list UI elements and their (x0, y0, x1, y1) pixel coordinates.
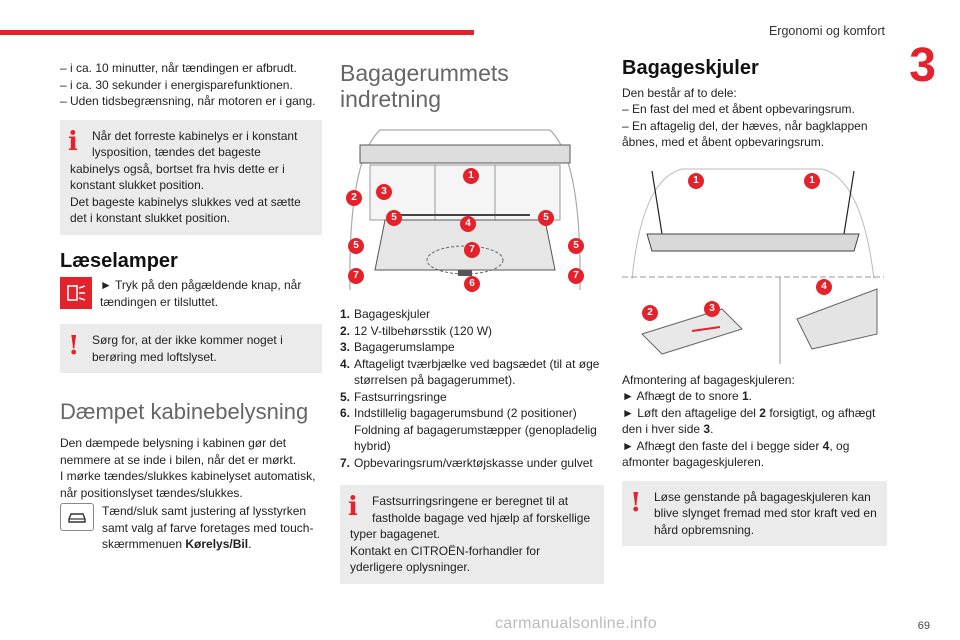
afmontering-heading: Afmontering af bagageskjuleren: (622, 372, 795, 387)
step-2: ► Løft den aftagelige del 2 forsigtigt, … (622, 405, 876, 437)
info-box-fastsurring: i Fastsurringsringene er beregnet til at… (340, 485, 604, 584)
column-1: – i ca. 10 minutter, når tændingen er af… (60, 60, 322, 553)
fig-label: 7 (464, 242, 480, 258)
header-red-bar (0, 30, 474, 35)
heading-bagageskjuler: Bagageskjuler (622, 57, 759, 79)
heading-laeselamper: Læselamper (60, 249, 178, 272)
info-text: fastholde bagage ved hjælp af forskellig… (372, 510, 591, 525)
fig-label: 5 (348, 238, 364, 254)
fig-label: 5 (538, 210, 554, 226)
fig-label: 4 (460, 216, 476, 232)
info-text: lysposition, tændes det bageste (92, 145, 261, 159)
cover-figure: 1 1 2 3 4 (622, 158, 884, 364)
info-text: Når det forreste kabinelys er i konstant (92, 128, 298, 143)
legend-item: 4.Aftageligt tværbjælke ved bagsædet (ti… (340, 356, 600, 388)
bullet-1: – i ca. 10 minutter, når tændingen er af… (60, 61, 297, 75)
part-1: – En fast del med et åbent opbevaringsru… (622, 102, 855, 116)
info-text: typer bagagenet. (350, 527, 441, 541)
daempet-p2: I mørke tændes/slukkes kabinelyset autom… (60, 469, 316, 500)
fig-label: 3 (376, 184, 392, 200)
laeselamper-row: ► Tryk på den pågældende knap, når tændi… (60, 277, 322, 310)
fig-label: 7 (568, 268, 584, 284)
bullet-2: – i ca. 30 sekunder i energisparefunktio… (60, 77, 293, 92)
warning-box-loftslys: ! Sørg for, at der ikke kommer noget i b… (60, 324, 322, 373)
legend-item: 2.12 V-tilbehørsstik (120 W) (340, 323, 493, 338)
legend-list: 1.Bagageskjuler 2.12 V-tilbehørsstik (12… (340, 306, 604, 471)
legend-item: 3.Bagagerumslampe (340, 340, 455, 354)
info-icon: i (68, 126, 78, 157)
info-text: Det bageste kabinelys slukkes ved at sæt… (70, 194, 301, 226)
daempet-row: Tænd/sluk samt justering af lysstyrken s… (60, 503, 322, 553)
laeselamper-text: ► Tryk på den pågældende knap, når tændi… (100, 278, 302, 309)
daempet-p1: Den dæmpede belysning i kabinen gør det … (60, 436, 297, 467)
info-box-kabinelys: i Når det forreste kabinelys er i konsta… (60, 119, 322, 235)
trunk-illustration (349, 129, 581, 291)
column-2: Bagagerummets indretning 1 2 3 5 4 5 5 5… (340, 60, 604, 594)
page-number: 69 (917, 620, 930, 632)
trunk-figure: 1 2 3 5 4 5 5 5 7 7 6 7 (340, 120, 590, 296)
fig-label: 2 (346, 190, 362, 206)
fig-label: 1 (804, 172, 820, 189)
watermark: carmanualsonline.info (495, 615, 657, 632)
fig-label: 3 (704, 300, 720, 317)
info-text: Fastsurringsringene er beregnet til at (372, 494, 569, 508)
legend-item: 7.Opbevaringsrum/værktøjskasse under gul… (340, 455, 593, 470)
fig-label: 2 (642, 304, 658, 321)
fig-label: 4 (816, 278, 832, 295)
warning-text: Løse genstande på bagageskjuleren kan bl… (654, 489, 877, 537)
warning-icon: ! (630, 487, 642, 518)
fig-label: 1 (688, 172, 704, 189)
heading-daempet: Dæmpet kabinebelysning (60, 399, 309, 424)
cover-illustration (622, 168, 884, 364)
step-3: ► Afhægt den faste del i begge sider 4, … (622, 438, 850, 470)
chapter-number: 3 (909, 39, 936, 92)
fig-label: 1 (463, 168, 479, 184)
section-title: Ergonomi og komfort (768, 24, 885, 38)
daempet-p3: Tænd/sluk samt justering af lysstyrken s… (102, 504, 314, 551)
legend-item: 1.Bagageskjuler (340, 307, 431, 321)
heading-bagagerum: Bagagerummets indretning (340, 60, 509, 112)
bullet-3: – Uden tidsbegrænsning, når motoren er i… (60, 94, 316, 108)
legend-item: 6.Indstillelig bagagerumsbund (2 positio… (340, 406, 597, 453)
fig-label: 5 (568, 238, 584, 254)
fig-label: 6 (464, 276, 480, 292)
part-2: – En aftagelig del, der hæves, når bagkl… (622, 118, 868, 150)
legend-item: 5.Fastsurringsringe (340, 389, 447, 404)
reading-lamp-icon (60, 277, 92, 309)
warning-box-bagage: ! Løse genstande på bagageskjuleren kan … (622, 480, 887, 546)
fig-label: 5 (386, 210, 402, 226)
info-text: kabinelys også, bortset fra hvis dette e… (70, 161, 285, 193)
step-1: ► Afhægt de to snore 1. (622, 389, 752, 403)
fig-label: 7 (348, 268, 364, 284)
info-text: Kontakt en CITROËN-forhandler for yderli… (350, 543, 541, 575)
column-3: Bagageskjuler Den består af to dele: – E… (622, 57, 887, 556)
intro: Den består af to dele: (622, 85, 737, 100)
warning-icon: ! (68, 331, 80, 361)
car-icon (60, 503, 94, 531)
warning-text: Sørg for, at der ikke kommer noget i ber… (92, 333, 283, 364)
info-icon: i (348, 492, 358, 522)
